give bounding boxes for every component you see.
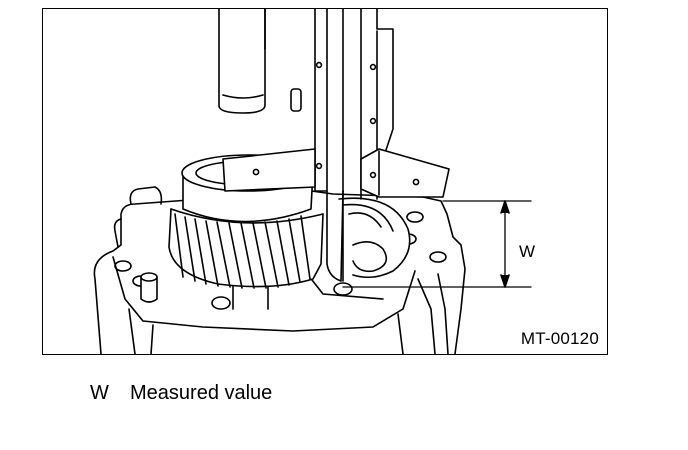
dimension-w: W	[342, 200, 535, 288]
transmission-measurement-illustration: W	[93, 9, 535, 354]
figure-code: MT-00120	[520, 329, 599, 348]
dimension-w-label: W	[519, 242, 535, 261]
depth-gauge	[218, 9, 450, 282]
legend: W Measured value	[90, 382, 272, 405]
legend-symbol: W	[90, 382, 109, 404]
bearing-bore	[338, 197, 411, 279]
legend-description: Measured value	[130, 382, 273, 404]
figure-frame: W MT-00120	[42, 8, 608, 355]
